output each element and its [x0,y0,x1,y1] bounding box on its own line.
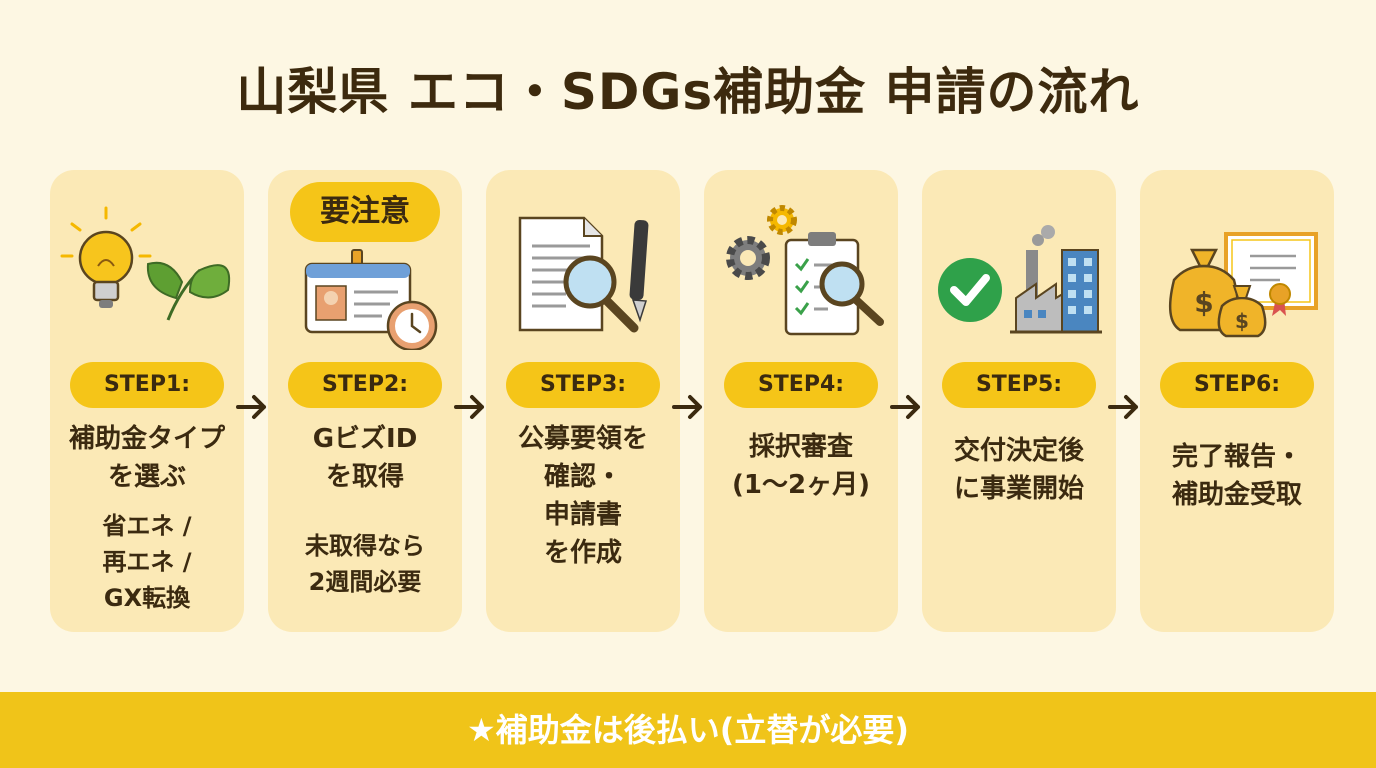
id-card-clock-illustration [304,249,438,350]
clock-icon [386,300,438,350]
step-card-3: STEP3: 公募要領を 確認・ 申請書 を作成 [486,170,680,632]
id-card-icon [304,249,412,334]
notice-banner: ★補助金は後払い(立替が必要) [0,692,1376,768]
step5-icons [922,170,1116,350]
check-circle-icon [938,258,1002,322]
magnifier-icon [563,255,639,333]
step3-text: 公募要領を 確認・ 申請書 を作成 [517,424,648,568]
step4-icons [704,170,898,350]
step-card-2: 要注意 STEP2: GビズID を取得 未取得なら 2週間 [268,170,462,632]
step4-label: STEP4: [724,362,878,408]
step1-icons [50,170,244,350]
svg-text:$: $ [1235,309,1249,333]
step2-icons [268,170,462,350]
document-magnifier-illustration [518,216,649,333]
arrow-right-icon [236,395,266,419]
lightbulb-icon [60,206,152,308]
arrow-right-icon [672,395,702,419]
step3-icons [486,170,680,350]
step2-subtext: 未取得なら 2週間必要 [305,532,425,596]
step2-label: STEP2: [288,362,442,408]
step1-text: 補助金タイプ を選ぶ [68,424,225,492]
gear-clipboard-illustration [726,205,884,336]
step-card-1: STEP1: 補助金タイプ を選ぶ 省エネ / 再エネ / GX転換 [50,170,244,632]
step-card-6: $ $ STEP6: 完了報告・ 補助金受取 [1140,170,1334,632]
step-card-5: STEP5: 交付決定後 に事業開始 [922,170,1116,632]
check-factory-illustration [938,225,1102,334]
money-certificate-illustration: $ $ [1168,232,1318,338]
step1-subtext: 省エネ / 再エネ / GX転換 [102,512,192,612]
certificate-icon [1224,232,1318,316]
magnifier-icon [819,261,884,326]
step6-icons: $ $ [1140,170,1334,350]
page-title: 山梨県 エコ・SDGs補助金 申請の流れ [236,63,1140,121]
gear-icon [726,205,797,280]
lightbulb-leaf-illustration [60,206,231,321]
arrow-right-icon [454,395,484,419]
arrow-right-icon [1108,395,1138,419]
step2-text: GビズID を取得 [312,424,418,492]
svg-text:$: $ [1194,286,1213,319]
step3-label: STEP3: [506,362,660,408]
money-bag-icon: $ $ [1168,248,1267,338]
step6-label: STEP6: [1160,362,1314,408]
factory-icon [1010,225,1102,334]
step-card-4: STEP4: 採択審査 (1〜2ヶ月) [704,170,898,632]
step4-text: 採択審査 (1〜2ヶ月) [732,432,870,500]
caution-badge: 要注意 [290,182,440,242]
arrow-right-icon [890,395,920,419]
leaf-icon [146,261,231,321]
pen-icon [629,219,649,323]
step5-label: STEP5: [942,362,1096,408]
step5-text: 交付決定後 に事業開始 [953,436,1084,504]
step6-text: 完了報告・ 補助金受取 [1171,442,1302,510]
step1-label: STEP1: [70,362,224,408]
